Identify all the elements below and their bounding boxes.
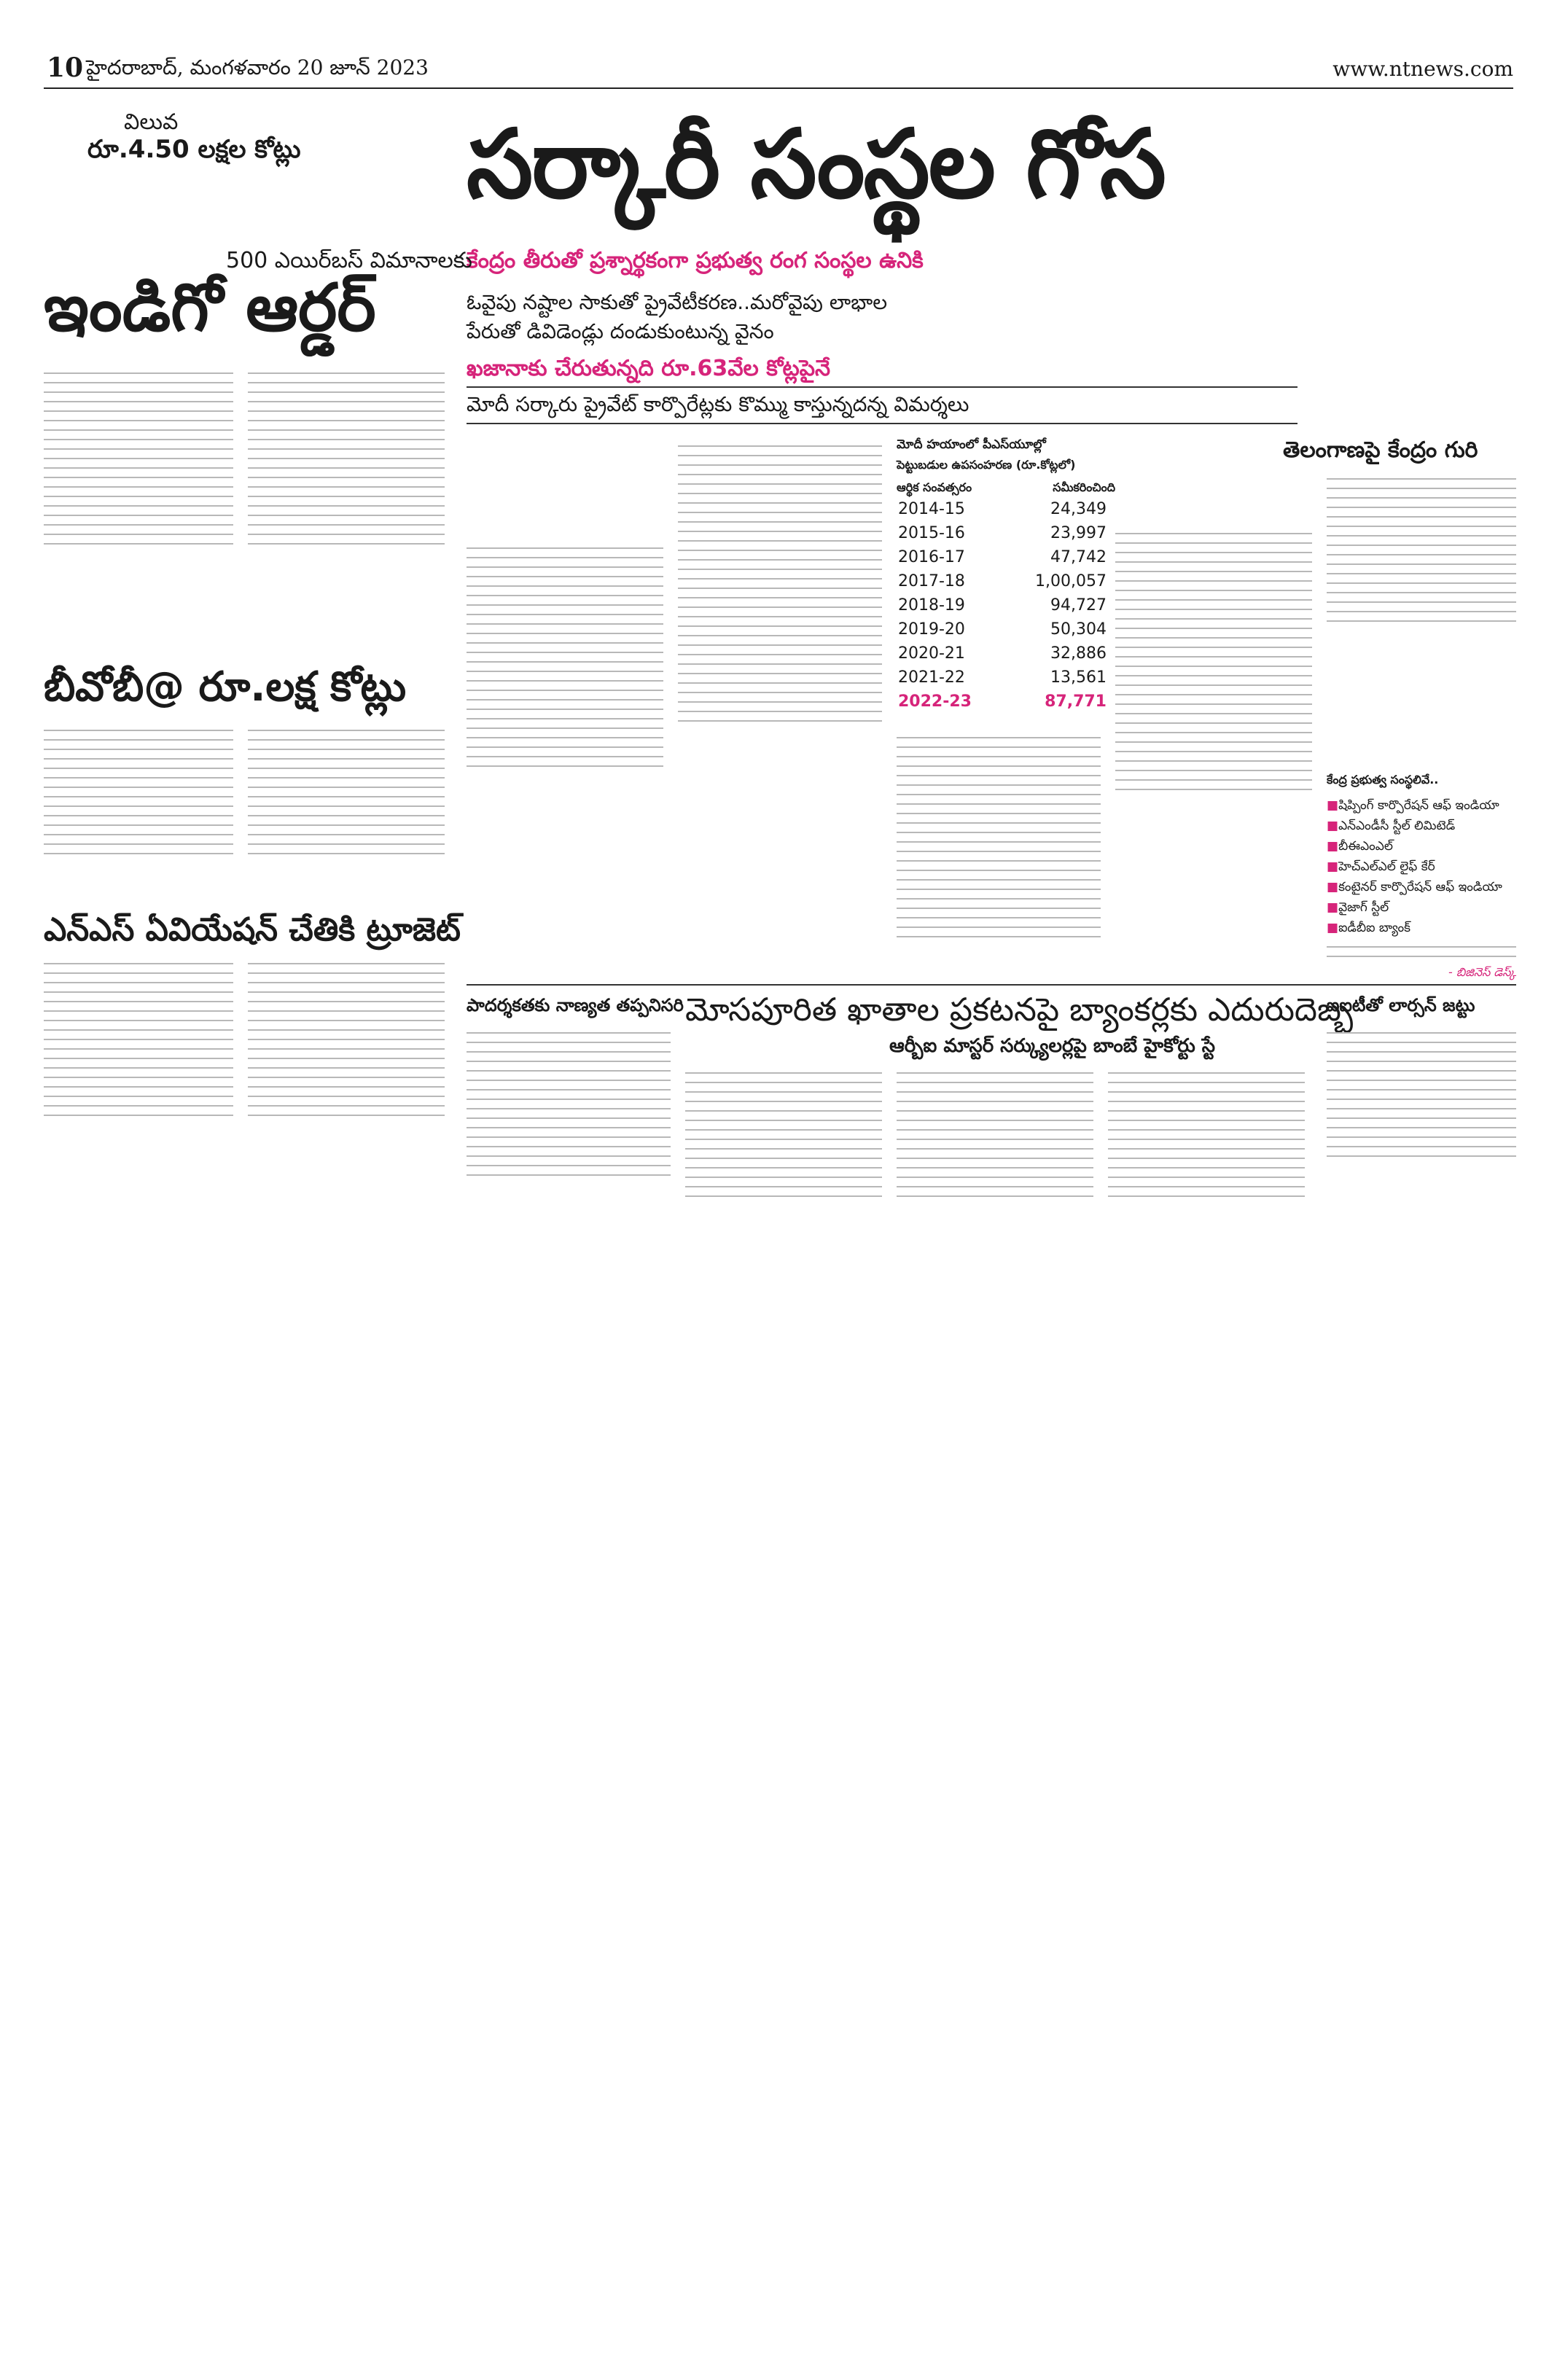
table-row: 2020-21 32,886	[897, 641, 1108, 666]
plants-title: కేంద్ర ప్రభుత్వ సంస్థలివే..	[1327, 773, 1439, 787]
amount-cell: 47,742	[1050, 548, 1107, 566]
table-row-highlight: 2022-23 87,771	[897, 690, 1108, 714]
bottom-divider	[467, 984, 1516, 986]
trujet-headline: ఎన్ఎస్ ఏవియేషన్ చేతికి ట్రూజెట్	[44, 911, 461, 948]
lead-subhead: కేంద్రం తీరుతో ప్రశ్నార్థకంగా ప్రభుత్వ ర…	[467, 248, 924, 273]
table-subtitle: పెట్టుబడుల ఉపసంహరణ (రూ.కోట్లలో)	[897, 458, 1076, 472]
lt-col	[1327, 1024, 1516, 1165]
plant-item: ఎన్ఎండీసీ స్టీల్ లిమిటెడ్	[1327, 816, 1516, 836]
telangana-headline: తెలంగాణపై కేంద్రం గురి	[1283, 437, 1478, 463]
lead-col-1	[467, 437, 663, 775]
bank-col-1	[685, 1064, 882, 1205]
plant-item: హెచ్ఎల్ఎల్ లైఫ్ కేర్	[1327, 857, 1516, 877]
bank-col-2	[897, 1064, 1093, 1205]
table-col-amount: సమీకరించింది	[1053, 480, 1115, 494]
year-cell: 2022-23	[898, 692, 972, 711]
value-label: విలువ	[124, 109, 179, 135]
amount-cell: 24,349	[1050, 500, 1107, 518]
year-cell: 2014-15	[898, 500, 965, 518]
table-row: 2017-18 1,00,057	[897, 569, 1108, 593]
amount-cell: 87,771	[1045, 692, 1107, 711]
table-title: మోదీ హయాంలో పీఎస్‌యూల్లో	[897, 437, 1046, 452]
lead-col-3	[897, 729, 1101, 945]
disinvestment-table-box: మోదీ హయాంలో పీఎస్‌యూల్లో పెట్టుబడుల ఉపసం…	[897, 437, 1115, 714]
table-row: 2016-17 47,742	[897, 545, 1108, 569]
dateline: హైదరాబాద్, మంగళవారం 20 జూన్ 2023	[86, 55, 429, 79]
year-cell: 2018-19	[898, 596, 965, 614]
table-col-year: ఆర్థిక సంవత్సరం	[897, 480, 972, 494]
year-cell: 2017-18	[898, 572, 965, 590]
amount-cell: 23,997	[1050, 524, 1107, 542]
indigo-kicker: 500 ఎయిర్‌బస్ విమానాలకు	[226, 248, 472, 273]
lead-line-2: పేరుతో డివిడెండ్లు దండుకుంటున్న వైనం	[467, 319, 774, 343]
table-row: 2021-22 13,561	[897, 666, 1108, 690]
bank-headline: మోసపూరిత ఖాతాల ప్రకటనపై బ్యాంకర్లకు ఎదుర…	[685, 991, 1354, 1029]
bob-col-2	[248, 722, 445, 862]
bob-col-1	[44, 722, 233, 862]
plants-box: కేంద్ర ప్రభుత్వ సంస్థలివే.. షిప్పింగ్ కా…	[1327, 758, 1516, 982]
byline: - బిజినెస్ డెస్క్	[1448, 965, 1516, 979]
plant-item: బీఈఎంఎల్	[1327, 836, 1516, 857]
lead-col-2	[678, 437, 882, 730]
lt-headline: ఐఐటీతో లార్సన్ జట్టు	[1327, 995, 1475, 1015]
amount-cell: 94,727	[1050, 596, 1107, 614]
lead-col-4	[1115, 525, 1312, 798]
telangana-col	[1327, 470, 1516, 630]
trujet-col-2	[248, 955, 445, 1124]
table-row: 2015-16 23,997	[897, 521, 1108, 545]
disinvestment-table: 2014-15 24,349 2015-16 23,997 2016-17 47,74…	[897, 497, 1108, 714]
sebi-headline: పాదర్శకతకు నాణ్యత తప్పనిసరి	[467, 995, 684, 1015]
year-cell: 2019-20	[898, 620, 965, 639]
lead-line-3: ఖజానాకు చేరుతున్నది రూ.63వేల కోట్లపైనే	[467, 356, 831, 381]
year-cell: 2020-21	[898, 644, 965, 663]
bank-col-3	[1108, 1064, 1305, 1205]
year-cell: 2021-22	[898, 668, 965, 687]
page-number: 10	[47, 52, 84, 83]
indigo-col-2	[248, 364, 445, 553]
amount-cell: 50,304	[1050, 620, 1107, 639]
lead-divider	[467, 386, 1298, 388]
year-cell: 2016-17	[898, 548, 965, 566]
indigo-col-1	[44, 364, 233, 553]
table-row: 2019-20 50,304	[897, 617, 1108, 641]
lead-headline: సర్కారీ సంస్థల గోస	[467, 109, 1166, 219]
plant-item: ఐడీబీఐ బ్యాంక్	[1327, 918, 1516, 938]
plant-item: కంటైనర్ కార్పొరేషన్ ఆఫ్ ఇండియా	[1327, 877, 1516, 897]
site-url[interactable]: www.ntnews.com	[1332, 57, 1513, 81]
bob-headline: బీవోబీ@ రూ.లక్ష కోట్లు	[44, 663, 407, 711]
table-row: 2014-15 24,349	[897, 497, 1108, 521]
plant-item: వైజాగ్ స్టీల్	[1327, 897, 1516, 918]
lead-line-4: మోదీ సర్కారు ప్రైవేట్ కార్పొరేట్లకు కొమ్…	[467, 392, 969, 416]
amount-cell: 13,561	[1050, 668, 1107, 687]
lead-line-1: ఓవైపు నష్టాల సాకుతో ప్రైవేటీకరణ..మరోవైపు…	[467, 290, 888, 314]
indigo-headline: ఇండిగో ఆర్డర్	[44, 270, 376, 346]
header-rule	[44, 87, 1513, 89]
plant-item: షిప్పింగ్ కార్పొరేషన్ ఆఫ్ ఇండియా	[1327, 795, 1516, 816]
amount-cell: 32,886	[1050, 644, 1107, 663]
table-row: 2018-19 94,727	[897, 593, 1108, 617]
value-amount: రూ.4.50 లక్షల కోట్లు	[87, 135, 301, 164]
bank-subhead: ఆర్బీఐ మాస్టర్ సర్క్యులర్లపై బాంబే హైకోర…	[889, 1035, 1216, 1057]
lead-divider-2	[467, 423, 1298, 424]
sebi-col	[467, 1024, 671, 1184]
plants-kicker	[1327, 758, 1516, 773]
trujet-col-1	[44, 955, 233, 1124]
year-cell: 2015-16	[898, 524, 965, 542]
amount-cell: 1,00,057	[1035, 572, 1107, 590]
